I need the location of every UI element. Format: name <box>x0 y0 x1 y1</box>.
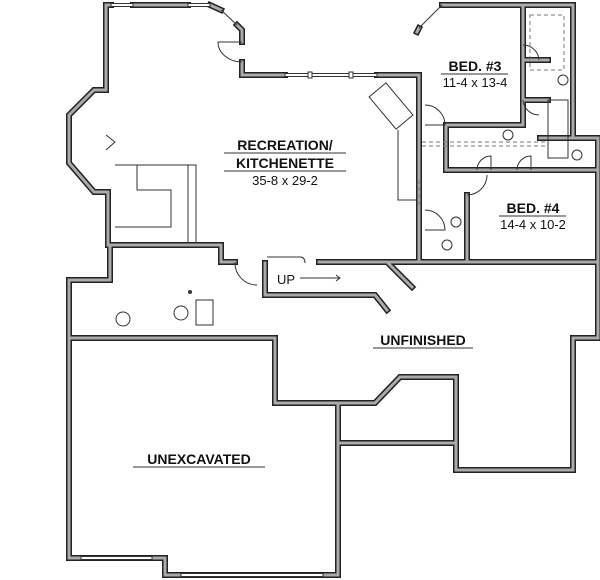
bed4-size: 14-4 x 10-2 <box>500 217 566 232</box>
toilet <box>557 74 569 86</box>
wall-segment <box>375 73 421 262</box>
wall-segment <box>67 3 600 472</box>
unfinished-label: UNFINISHED <box>380 332 466 348</box>
windows <box>80 3 443 577</box>
wall-segment <box>444 3 600 172</box>
label-underlines <box>133 73 566 468</box>
wall-segment <box>385 260 415 290</box>
wall-segment <box>67 3 237 264</box>
water-heater <box>115 311 131 327</box>
bed3-size: 11-4 x 13-4 <box>443 75 508 90</box>
recreation-label-2: KITCHENETTE <box>236 155 334 171</box>
bed4-label: BED. #4 <box>507 200 560 216</box>
bed3-label: BED. #3 <box>449 58 502 74</box>
wall-segment <box>263 261 390 313</box>
doors <box>105 41 540 286</box>
stairs-up-label: UP <box>277 272 295 287</box>
bathtub <box>547 99 569 159</box>
kitchen-counter <box>115 164 197 243</box>
furnace <box>173 305 189 321</box>
fixtures <box>115 14 583 327</box>
wall-segment <box>66 2 238 265</box>
wall-segment <box>234 22 287 77</box>
fireplace <box>368 82 414 130</box>
recreation-label-1: RECREATION/ <box>237 137 333 153</box>
recreation-size: 35-8 x 29-2 <box>252 173 318 188</box>
staircase[interactable]: UP <box>267 256 341 287</box>
room-labels: RECREATION/ KITCHENETTE 35-8 x 29-2 BED.… <box>133 58 566 468</box>
wall-segment <box>232 20 288 78</box>
unexcavated-label: UNEXCAVATED <box>147 451 250 467</box>
walls <box>66 1 600 578</box>
